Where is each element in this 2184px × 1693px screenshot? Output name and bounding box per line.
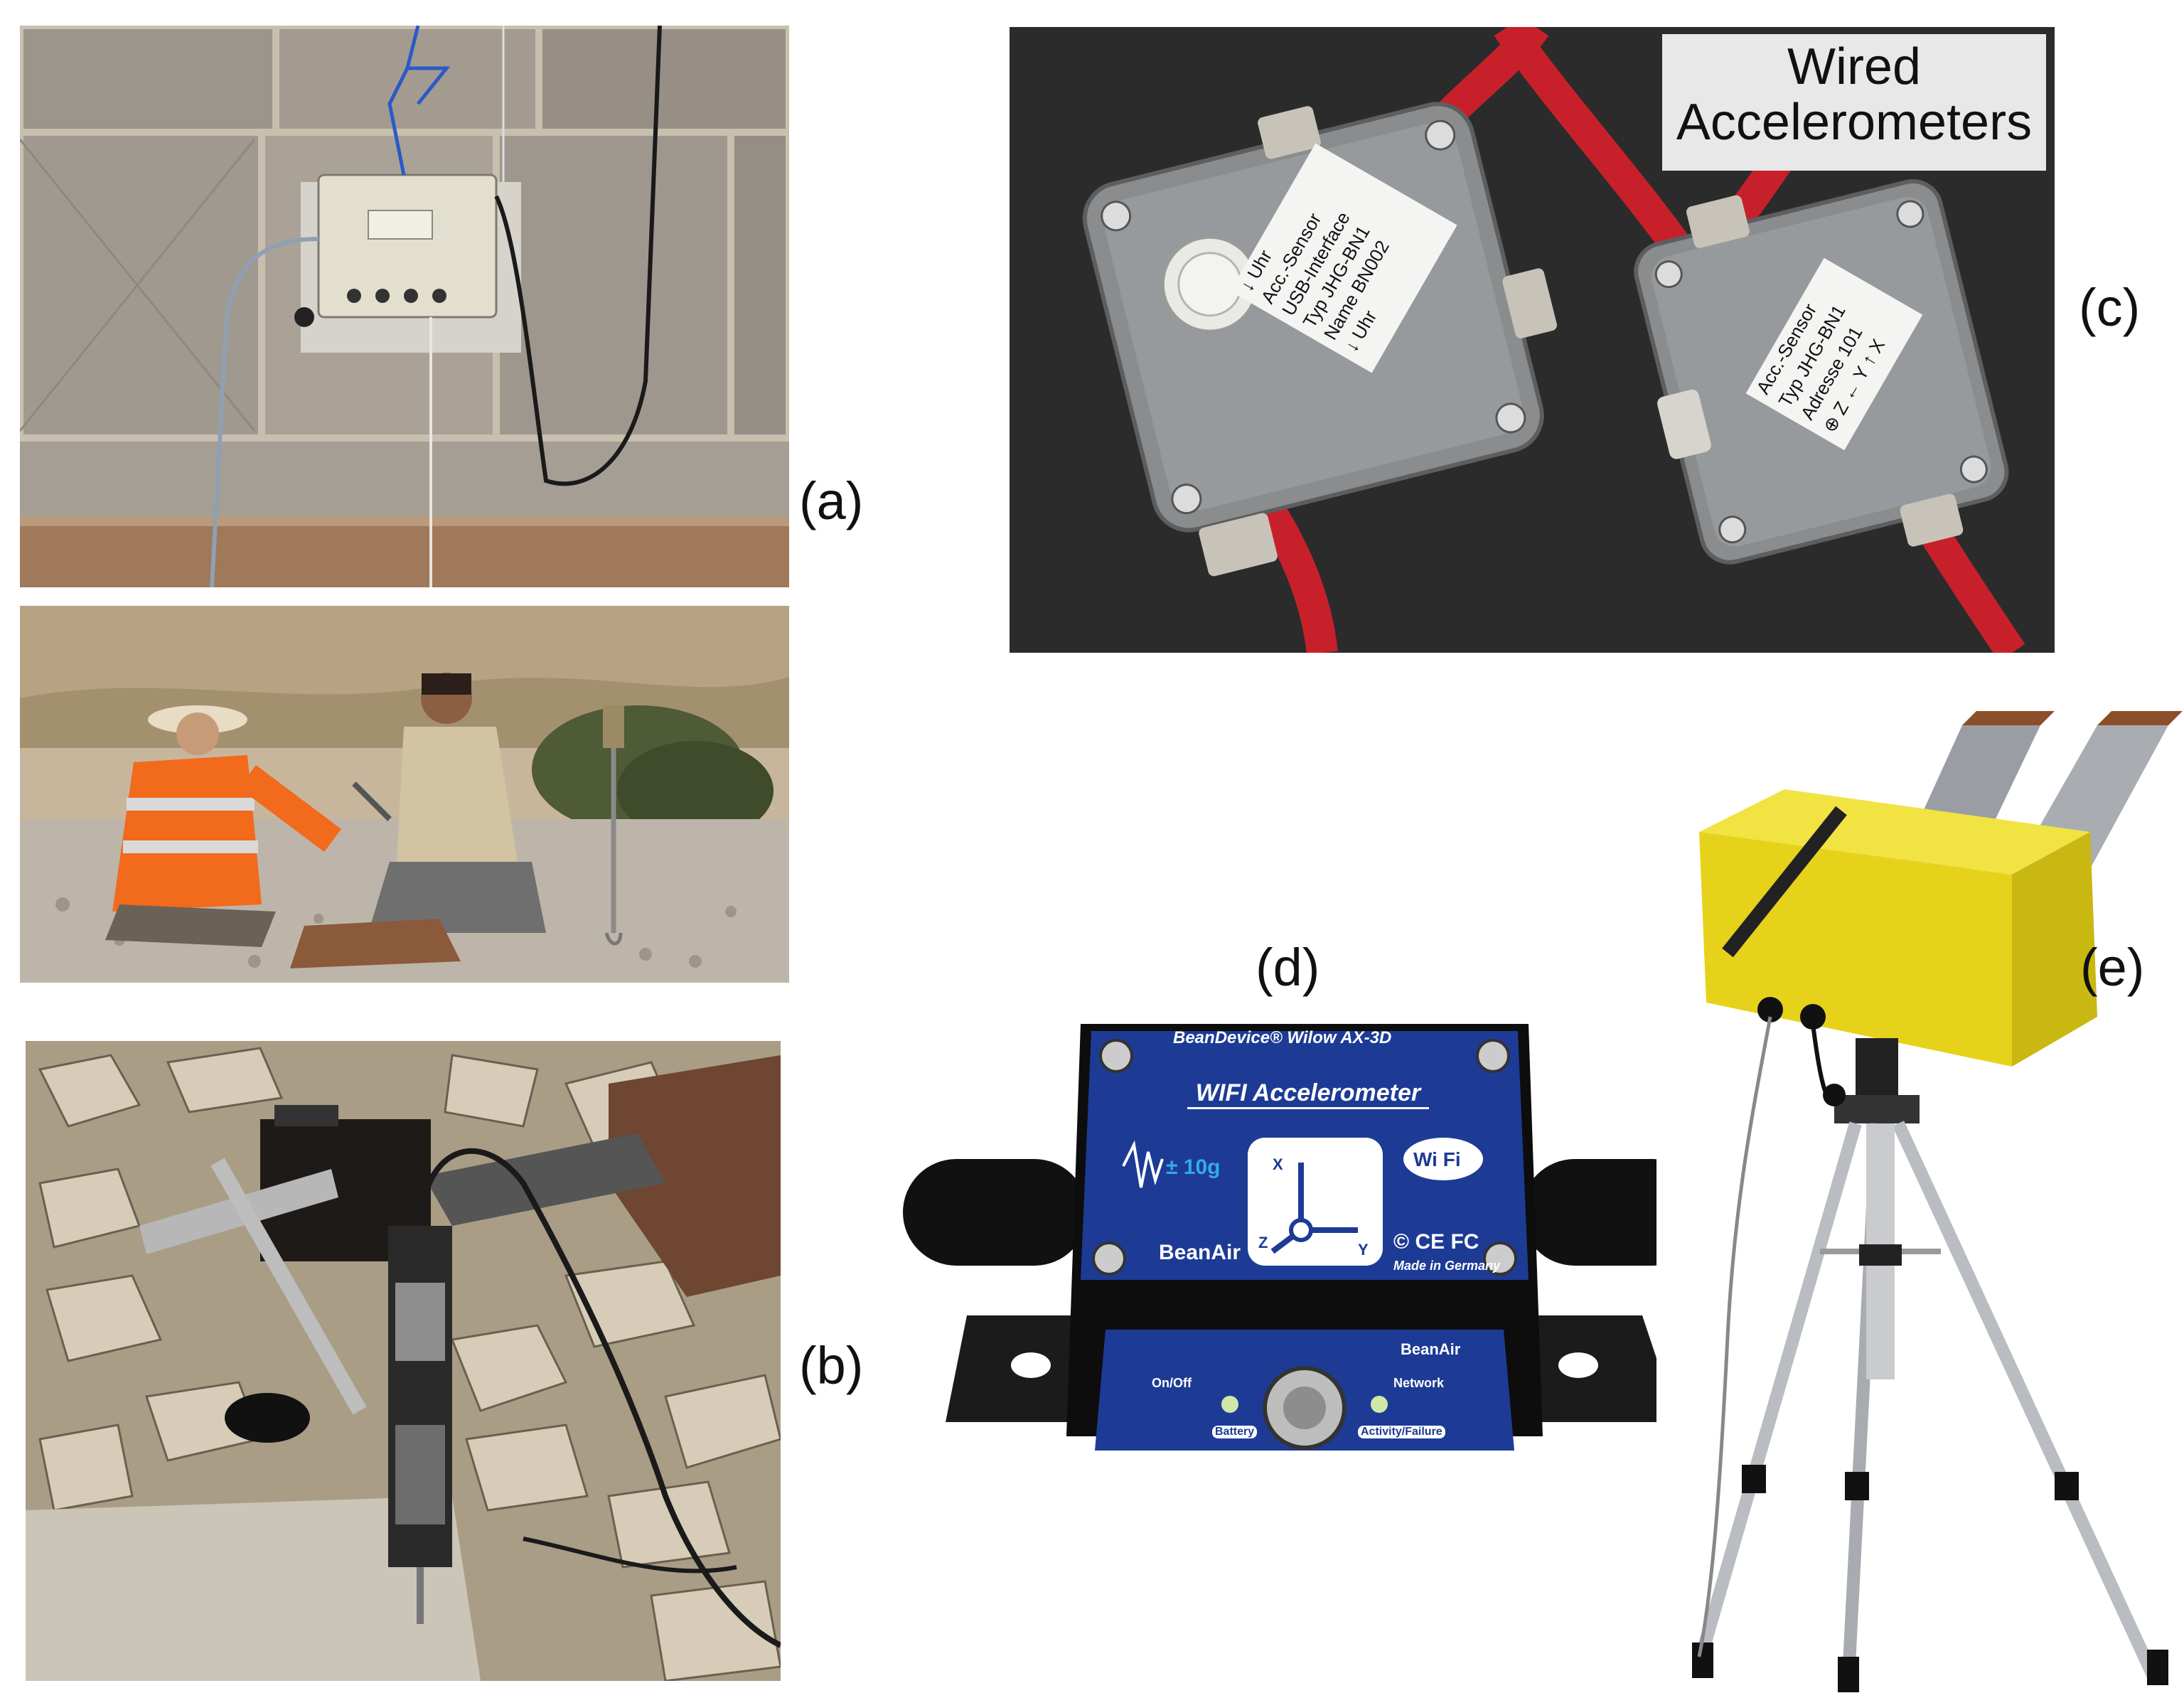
title-line-1: Wired bbox=[1787, 38, 1921, 95]
battery-label: Battery bbox=[1212, 1426, 1258, 1438]
front-brand: BeanAir bbox=[1401, 1340, 1461, 1358]
wired-accelerometers-title: Wired Accelerometers bbox=[1662, 34, 2046, 171]
photo-c-wired-accelerometers: ↓ Uhr Acc.-Sensor USB-Interface Typ JHG-… bbox=[1010, 27, 2055, 653]
panel-label-b: (b) bbox=[799, 1336, 864, 1395]
axis-x-label: X bbox=[1273, 1155, 1283, 1173]
network-label: Network bbox=[1393, 1376, 1445, 1390]
certifications: © CE FC bbox=[1393, 1230, 1479, 1254]
photo-e-radar-tripod bbox=[1656, 697, 2184, 1692]
axis-z-label: Z bbox=[1258, 1234, 1268, 1251]
title-line-2: Accelerometers bbox=[1676, 93, 2033, 151]
photo-d-wifi-accelerometer: BeanDevice® Wilow AX-3D WIFI Acceleromet… bbox=[903, 995, 1706, 1465]
range-label: ± 10g bbox=[1166, 1155, 1221, 1179]
on-off-label: On/Off bbox=[1152, 1376, 1192, 1390]
photo-a-wall-sensor bbox=[20, 26, 789, 587]
brand-bottom: BeanAir bbox=[1159, 1241, 1241, 1264]
activity-label: Activity/Failure bbox=[1358, 1426, 1445, 1438]
panel-label-e: (e) bbox=[2080, 938, 2145, 997]
product-title: WIFI Accelerometer bbox=[1187, 1079, 1429, 1109]
panel-label-d: (d) bbox=[1256, 938, 1320, 997]
made-in: Made in Germany bbox=[1393, 1259, 1501, 1273]
panel-label-a: (a) bbox=[799, 471, 864, 530]
axis-y-label: Y bbox=[1358, 1241, 1369, 1259]
panel-label-c: (c) bbox=[2079, 278, 2141, 337]
brand-top: BeanDevice® Wilow AX-3D bbox=[1173, 1028, 1392, 1047]
photo-a-field-workers bbox=[20, 606, 789, 983]
wifi-badge: Wi Fi bbox=[1413, 1148, 1461, 1170]
photo-b-rock-sensor bbox=[26, 1041, 781, 1681]
